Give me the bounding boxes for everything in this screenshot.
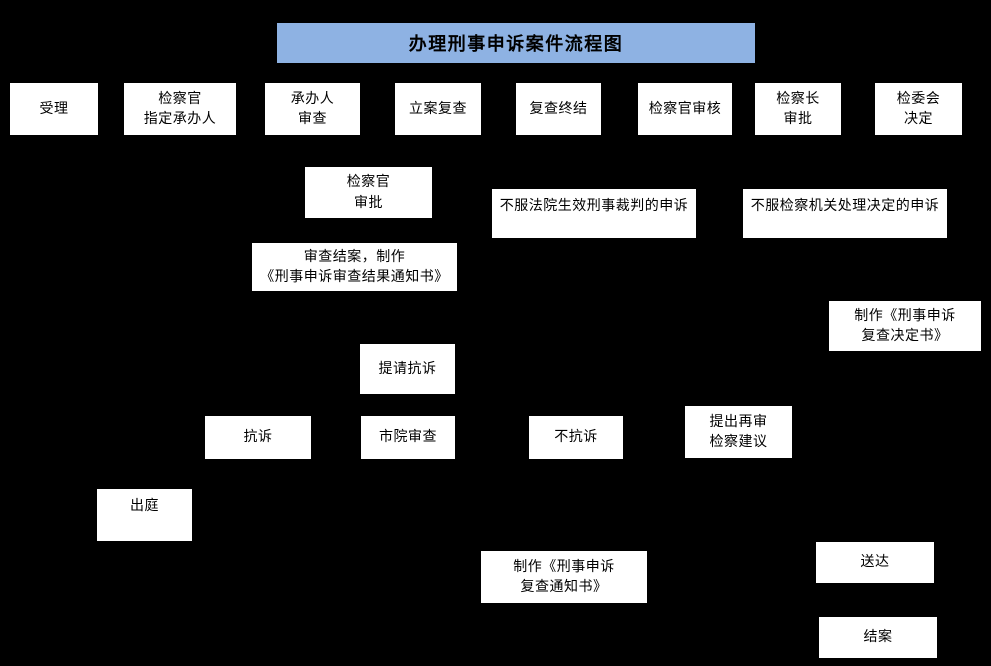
node-label: 提出再审 检察建议: [709, 413, 768, 450]
node-bu-kangsu[interactable]: 不抗诉: [529, 416, 623, 459]
node-label: 出庭: [130, 498, 159, 514]
node-label: 不抗诉: [554, 429, 598, 446]
node-label: 市院审查: [379, 429, 437, 446]
node-bufu-fayuan-shengxiao-xingshi-caipan-de-shensu[interactable]: 不服法院生效刑事裁判的申诉: [492, 189, 696, 238]
node-jianchaguan-shenpi[interactable]: 检察官 审批: [305, 167, 432, 218]
page-title: 办理刑事申诉案件流程图: [408, 34, 624, 55]
node-label: 不服法院生效刑事裁判的申诉: [499, 198, 689, 214]
node-label: 抗诉: [243, 429, 273, 446]
node-label: 送达: [860, 554, 890, 571]
node-jianchaguan-zhiding-chengbanren[interactable]: 检察官 指定承办人: [124, 83, 236, 135]
node-label: 复查终结: [529, 100, 588, 117]
node-label: 制作《刑事申诉 复查决定书》: [854, 307, 956, 344]
node-jianchaguan-shenhe[interactable]: 检察官审核: [638, 83, 732, 135]
node-tiqing-kangsu[interactable]: 提请抗诉: [360, 344, 455, 394]
chart-title-banner: 办理刑事申诉案件流程图: [277, 23, 755, 63]
node-bufu-jianchajiguan-chuli-jueding-de-shensu[interactable]: 不服检察机关处理决定的申诉: [743, 189, 947, 238]
node-zhizuo-xingshi-shensu-fucha-tongzhishu[interactable]: 制作《刑事申诉 复查通知书》: [481, 551, 647, 603]
node-label: 提请抗诉: [378, 360, 437, 377]
node-shouli[interactable]: 受理: [10, 83, 98, 135]
node-jianweihui-jueding[interactable]: 检委会 决定: [875, 83, 962, 135]
node-label: 结案: [863, 629, 893, 646]
node-chengbanren-shencha[interactable]: 承办人 审查: [265, 83, 360, 135]
node-jiean[interactable]: 结案: [819, 617, 937, 658]
node-label: 检委会 决定: [896, 90, 941, 127]
node-songda[interactable]: 送达: [816, 542, 934, 583]
node-zhizuo-xingshi-shensu-fucha-juedingshu[interactable]: 制作《刑事申诉 复查决定书》: [829, 301, 981, 351]
node-label: 不服检察机关处理决定的申诉: [750, 198, 940, 214]
node-fucha-zhongjie[interactable]: 复查终结: [516, 83, 601, 135]
node-lian-fucha[interactable]: 立案复查: [395, 83, 481, 135]
node-label: 承办人 审查: [290, 90, 335, 127]
node-label: 制作《刑事申诉 复查通知书》: [513, 558, 615, 595]
node-shencha-jiean-zhizuo-tongzhishu[interactable]: 审查结案，制作 《刑事申诉审查结果通知书》: [252, 243, 457, 291]
node-label: 受理: [39, 100, 69, 117]
node-kangsu[interactable]: 抗诉: [205, 416, 311, 459]
node-tichu-zaishen-jiancha-jianyi[interactable]: 提出再审 检察建议: [685, 406, 792, 458]
node-label: 检察长 审批: [776, 90, 820, 127]
node-label: 检察官 指定承办人: [143, 90, 217, 127]
node-shiyuan-shencha[interactable]: 市院审查: [361, 416, 455, 459]
node-label: 检察官 审批: [346, 174, 391, 211]
node-jianchazhang-shenpi[interactable]: 检察长 审批: [755, 83, 841, 135]
node-label: 检察官审核: [648, 100, 722, 117]
node-chuting[interactable]: 出庭: [97, 489, 192, 541]
node-label: 审查结案，制作 《刑事申诉审查结果通知书》: [260, 248, 449, 285]
node-label: 立案复查: [409, 100, 467, 117]
